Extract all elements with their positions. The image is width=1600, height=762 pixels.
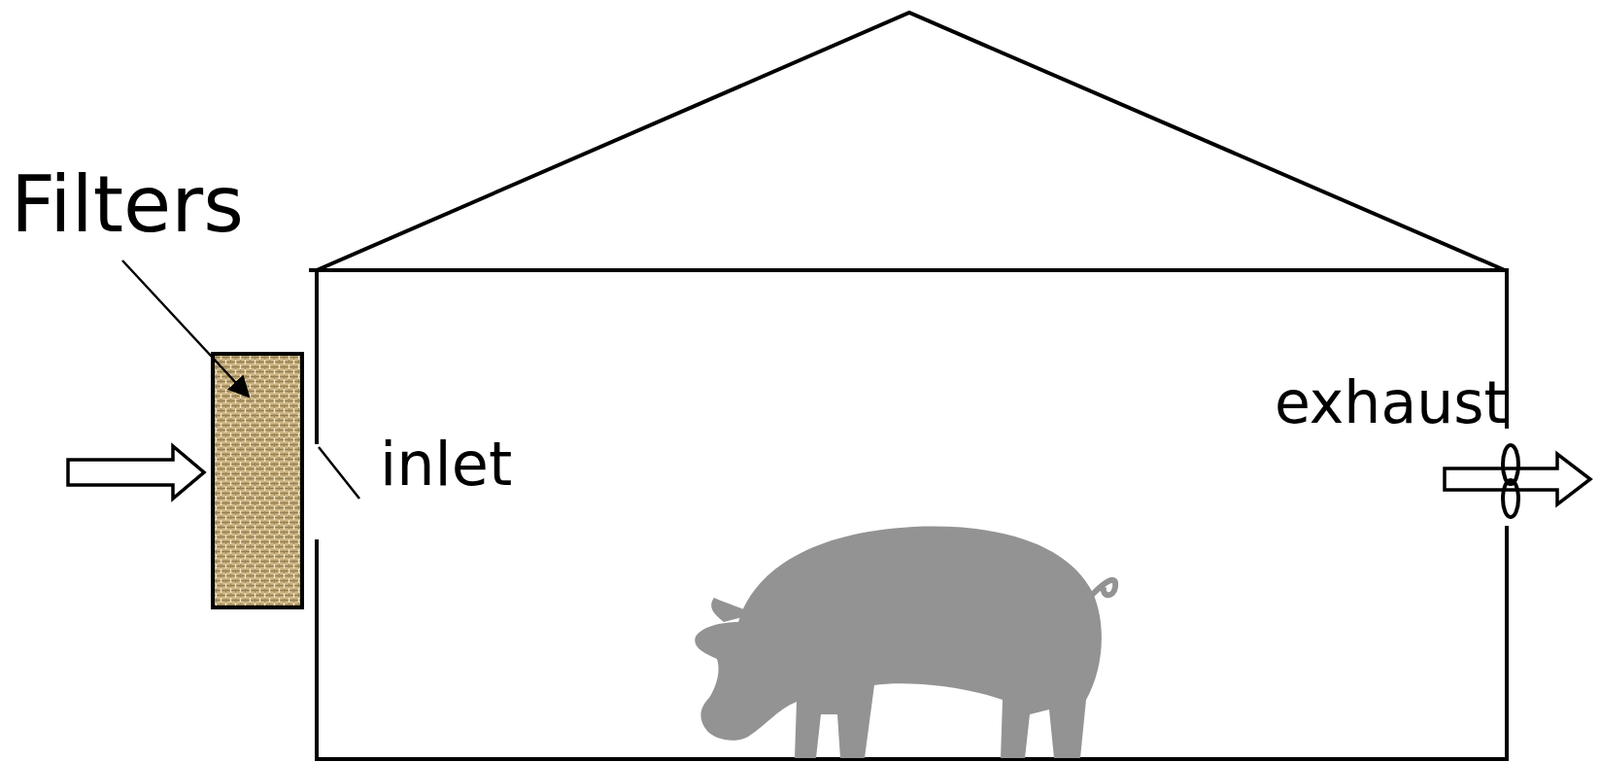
pig-tail xyxy=(1091,579,1116,596)
ceiling xyxy=(308,268,1509,273)
part-label: exhaust xyxy=(1274,373,1507,432)
roof xyxy=(316,12,1505,271)
left-wall xyxy=(314,270,319,760)
exhaust-fan xyxy=(1502,444,1519,517)
leader-line xyxy=(122,260,249,397)
inflow-arrow xyxy=(68,445,205,499)
leader-line xyxy=(318,446,360,499)
floor xyxy=(314,756,1509,761)
filter-pad xyxy=(212,353,303,608)
callout-label: Filters xyxy=(10,166,244,244)
pig-silhouette xyxy=(694,526,1102,758)
part-label: inlet xyxy=(379,434,512,495)
